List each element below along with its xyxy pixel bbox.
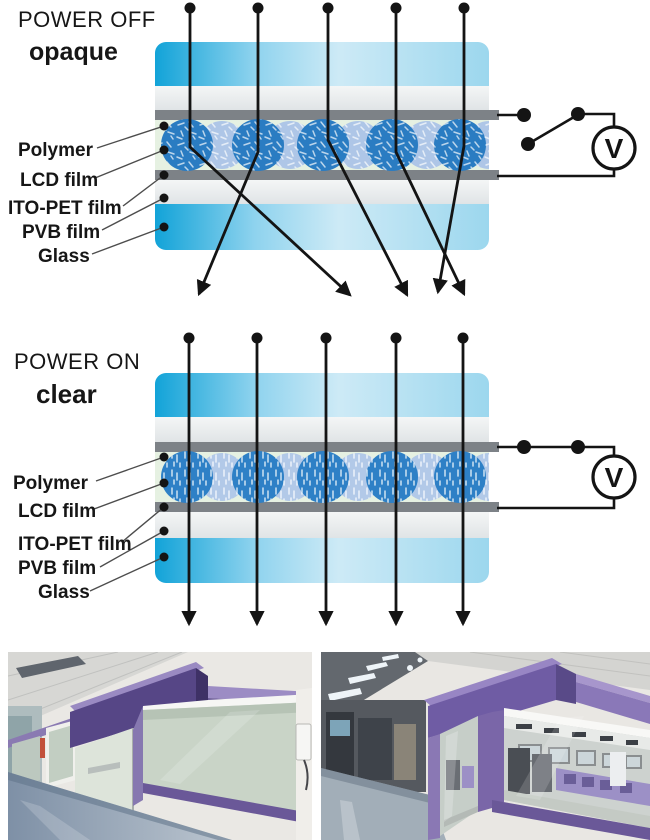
glass-stack-off (155, 42, 489, 250)
label-pvb-film: PVB film (22, 222, 101, 243)
label-lcd-film: LCD film (20, 170, 99, 191)
electrode-tab (489, 170, 499, 180)
lc-droplets-aligned (161, 451, 489, 503)
ito-pet-film-layer (155, 502, 489, 512)
photo-clear-state (321, 652, 650, 840)
label-polymer: Polymer (18, 140, 93, 161)
opaque-state-label: opaque (29, 38, 118, 66)
circuit-open-switch: V (497, 107, 637, 178)
ito-pet-film-layer (155, 170, 489, 180)
clear-state-label: clear (36, 379, 97, 409)
power-off-diagram: V (91, 2, 637, 298)
voltmeter-label: V (605, 133, 624, 164)
electrode-tab (489, 110, 499, 120)
leader-dots (159, 452, 169, 562)
glass-layer (155, 42, 489, 86)
voltmeter-label: V (605, 462, 624, 493)
label-ito-pet-film: ITO-PET film (8, 198, 122, 219)
frosted-window (133, 694, 312, 823)
power-on-title: POWER ON (14, 349, 141, 374)
electrode-tab (489, 442, 499, 452)
electrode-tab (489, 502, 499, 512)
clear-window (492, 708, 650, 840)
ceiling-vent (16, 656, 86, 678)
interior-equipment (508, 748, 530, 794)
wall-poster (36, 738, 45, 758)
pvb-film-layer (155, 417, 489, 442)
circuit-closed-switch: V (497, 440, 637, 510)
corridor-floor (321, 768, 446, 840)
pvb-film-layer (155, 86, 489, 110)
glass-layer (155, 538, 489, 583)
photo-opaque-state (8, 652, 312, 840)
wall-intercom (295, 723, 312, 761)
glass-layer (155, 373, 489, 417)
label-ito-pet-film: ITO-PET film (18, 534, 132, 555)
ceiling-lights (328, 654, 423, 701)
light-rays-straight (181, 338, 471, 627)
ito-pet-film-layer (155, 442, 489, 452)
label-polymer: Polymer (13, 473, 88, 494)
power-off-title: POWER OFF (18, 7, 156, 32)
label-pvb-film: PVB film (18, 558, 97, 579)
label-glass: Glass (38, 246, 90, 267)
corridor-floor (8, 772, 232, 840)
label-glass: Glass (38, 582, 90, 603)
label-lcd-film: LCD film (18, 501, 97, 522)
voltmeter-icon (591, 125, 637, 171)
power-on-diagram: V (89, 332, 637, 627)
leader-lines (91, 125, 165, 255)
light-rays-scattered (188, 8, 466, 298)
glass-stack-on (155, 373, 489, 583)
leader-dots (159, 121, 169, 232)
pvb-film-layer (155, 180, 489, 204)
leader-lines (89, 456, 165, 592)
clear-door (428, 712, 492, 840)
ray-origin-dots (183, 332, 469, 344)
door-header-box (424, 658, 576, 738)
ray-origin-dots (184, 2, 470, 14)
voltmeter-icon (591, 454, 637, 500)
ito-pet-film-layer (155, 110, 489, 120)
pvb-film-layer (155, 512, 489, 538)
